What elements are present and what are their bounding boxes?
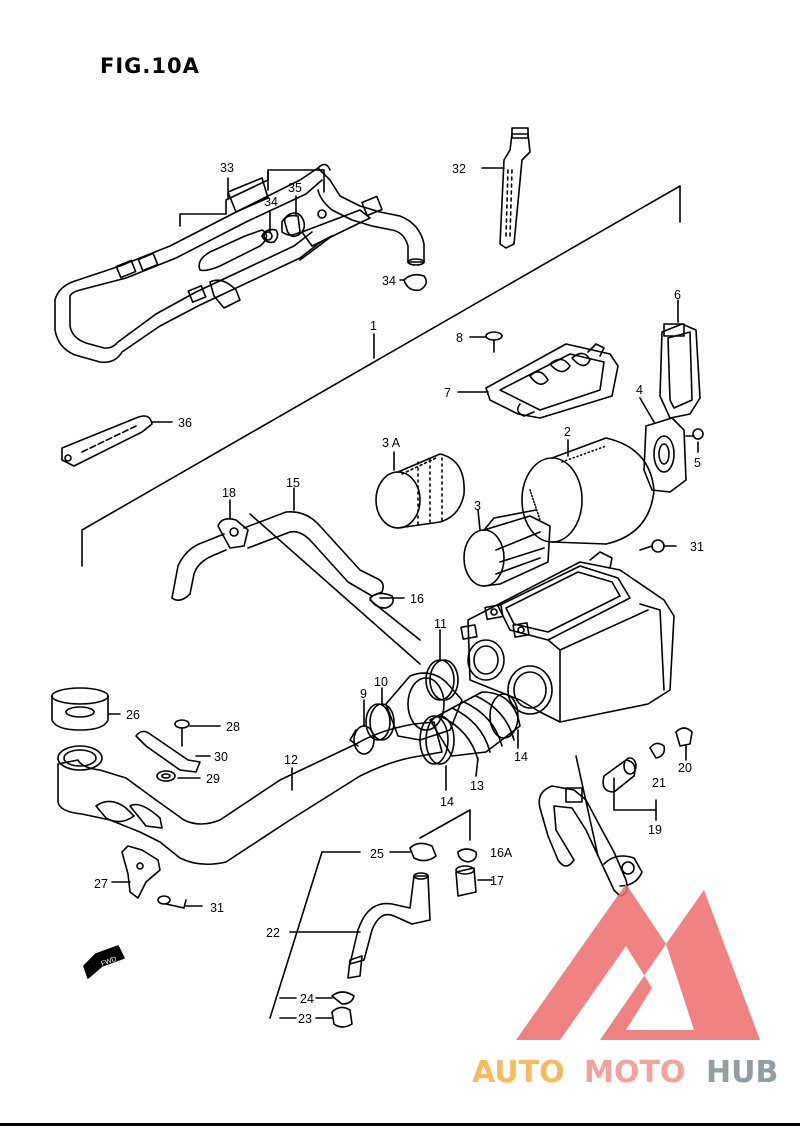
label-1: 1 xyxy=(370,319,377,333)
clamp-14b xyxy=(489,693,519,749)
label-7: 7 xyxy=(444,386,451,400)
label-17: 17 xyxy=(490,874,504,888)
hose-clip-34b xyxy=(399,273,428,292)
label-32: 32 xyxy=(452,162,466,176)
label-12: 12 xyxy=(284,753,298,767)
label-34b: 34 xyxy=(382,274,396,288)
clamp-25 xyxy=(389,809,471,862)
tie-band-32 xyxy=(481,127,531,249)
watermark-hub: HUB xyxy=(706,1055,778,1090)
label-18: 18 xyxy=(222,486,236,500)
clamp-20 xyxy=(649,727,693,761)
label-14b: 14 xyxy=(440,795,454,809)
hose-clamp-18 xyxy=(217,499,249,549)
label-3a: 3 A xyxy=(382,436,401,450)
washer-29 xyxy=(156,770,201,782)
label-26: 26 xyxy=(126,708,140,722)
label-8: 8 xyxy=(456,331,463,345)
clip-24 xyxy=(315,991,355,1005)
cap-23 xyxy=(279,997,353,1028)
watermark-auto: AUTO xyxy=(472,1055,565,1090)
label-29: 29 xyxy=(206,772,220,786)
filter-element-3a xyxy=(375,451,465,529)
label-9: 9 xyxy=(360,687,367,701)
label-24: 24 xyxy=(300,992,314,1006)
bolt-28 xyxy=(174,719,221,747)
filter-cover-7 xyxy=(457,343,619,419)
label-3: 3 xyxy=(474,499,481,513)
label-14a: 14 xyxy=(514,750,528,764)
cap-4 xyxy=(639,397,687,493)
label-16: 16 xyxy=(410,592,424,606)
label-16a: 16A xyxy=(490,846,513,860)
filter-element-2 xyxy=(521,437,655,545)
label-31a: 31 xyxy=(690,540,704,554)
bracket-27 xyxy=(111,845,161,899)
fwd-arrow-icon xyxy=(83,945,125,979)
screw-8 xyxy=(469,331,503,353)
label-30: 30 xyxy=(214,750,228,764)
label-2: 2 xyxy=(564,425,571,439)
label-35: 35 xyxy=(288,181,302,195)
label-25: 25 xyxy=(370,847,384,861)
clamp-14a xyxy=(419,715,455,791)
boot-10 xyxy=(365,687,395,741)
screw-5 xyxy=(685,428,704,453)
clip-16a xyxy=(457,848,478,863)
drain-hose-22 xyxy=(269,851,431,1019)
label-28: 28 xyxy=(226,720,240,734)
hose-clip-34 xyxy=(261,211,279,244)
filter-cage-3 xyxy=(463,509,551,587)
label-11: 11 xyxy=(434,617,447,631)
watermark-moto: MOTO xyxy=(584,1055,685,1090)
label-22: 22 xyxy=(266,926,280,940)
assembly-bracket-1 xyxy=(81,185,681,567)
label-23: 23 xyxy=(298,1012,312,1026)
air-cleaner-case xyxy=(460,551,675,723)
drain-hose-19 xyxy=(538,755,657,897)
seal-26 xyxy=(51,687,121,731)
bracket-30 xyxy=(135,730,211,773)
watermark-logo-icon xyxy=(516,884,760,1040)
bellows-13 xyxy=(429,691,521,777)
label-20: 20 xyxy=(678,761,692,775)
label-13: 13 xyxy=(470,779,484,793)
label-31b: 31 xyxy=(210,901,224,915)
label-36: 36 xyxy=(178,416,192,430)
hose-fitting-35 xyxy=(281,195,301,236)
cap-17 xyxy=(455,865,493,897)
intake-duct-12 xyxy=(57,721,443,866)
label-10: 10 xyxy=(374,675,388,689)
label-34a: 34 xyxy=(264,195,278,209)
label-15: 15 xyxy=(286,476,300,490)
label-6: 6 xyxy=(674,288,681,302)
cap-21 xyxy=(602,757,637,793)
label-19: 19 xyxy=(648,823,662,837)
bottom-frame-line xyxy=(0,1123,800,1126)
figure-title: FIG.10A xyxy=(100,54,200,78)
strap-36 xyxy=(61,415,173,467)
label-21: 21 xyxy=(652,776,666,790)
label-4: 4 xyxy=(636,383,643,397)
watermark-logo: AUTO MOTO HUB xyxy=(472,884,778,1090)
breather-hose-15 xyxy=(171,487,384,602)
breather-hose-set xyxy=(54,163,425,364)
bolt-31b xyxy=(157,895,203,909)
label-33: 33 xyxy=(220,161,234,175)
label-27: 27 xyxy=(94,877,108,891)
bolt-31a xyxy=(639,539,677,553)
inlet-boot xyxy=(385,672,463,741)
label-5: 5 xyxy=(694,456,701,470)
bracket-6 xyxy=(659,299,701,419)
